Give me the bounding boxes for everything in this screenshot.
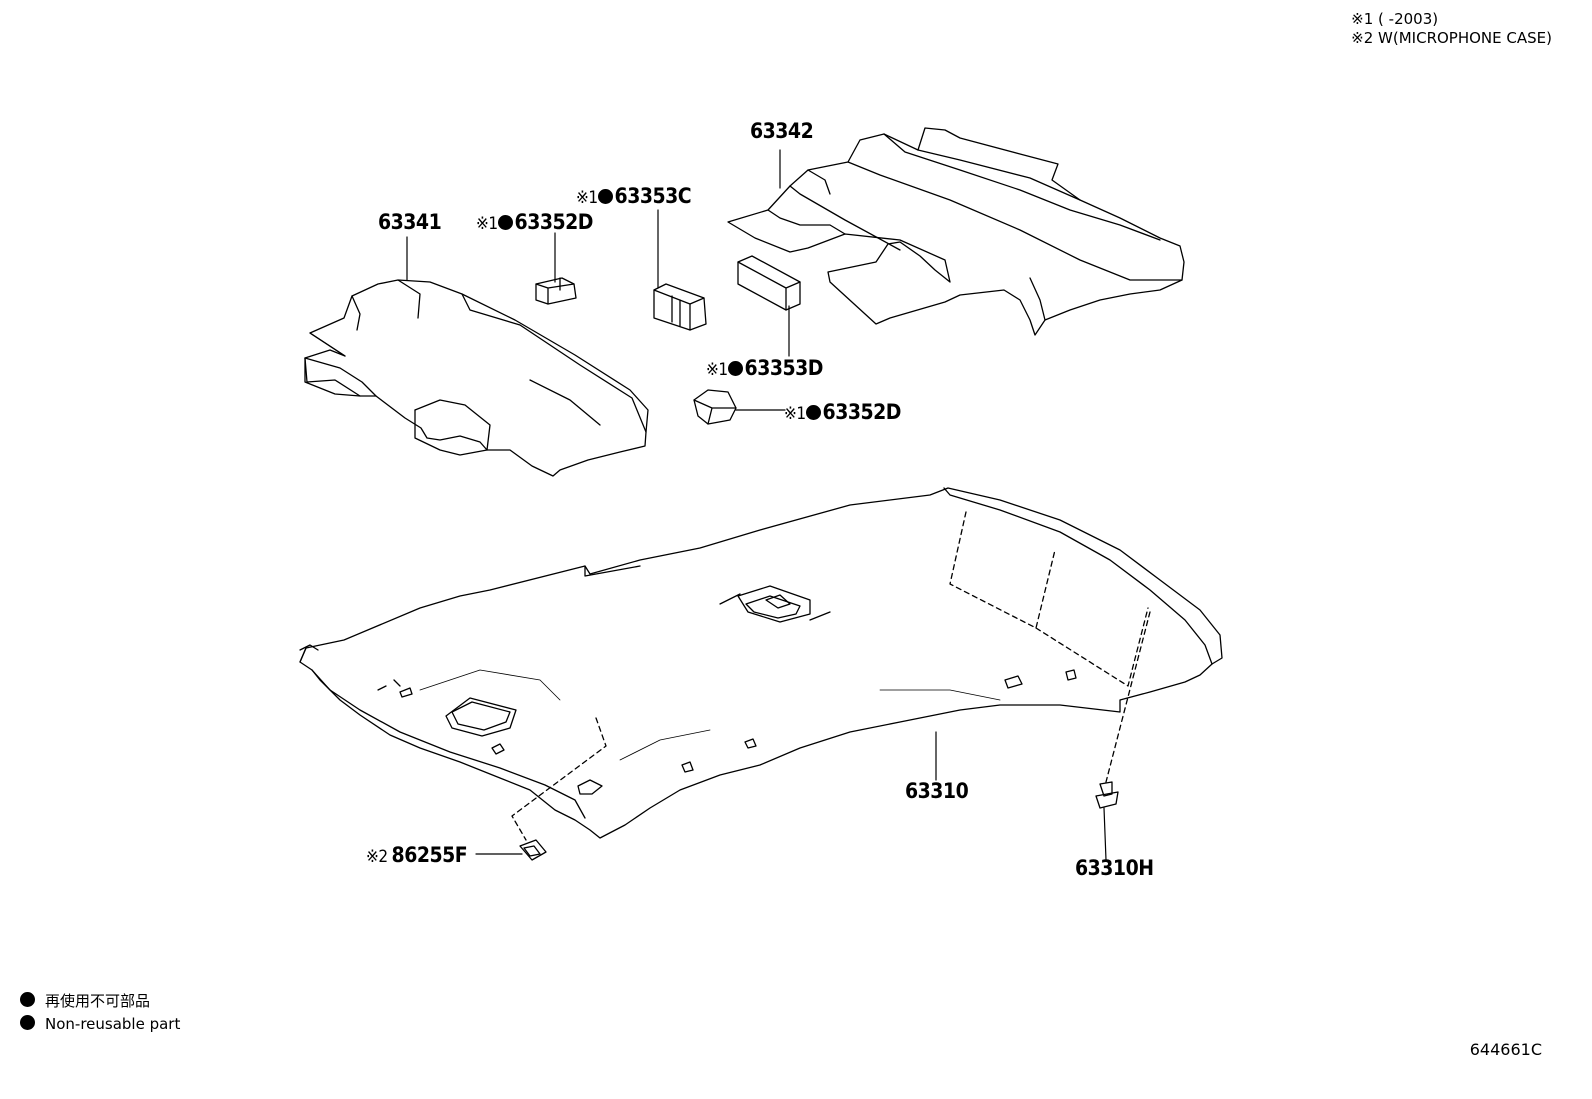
non-reusable-dot-icon <box>597 189 613 204</box>
non-reusable-dot-icon <box>727 361 743 376</box>
footnote-1: ※1 ( -2003) <box>1351 10 1439 28</box>
part-number: 63353D <box>744 356 824 380</box>
pad-63352d-a-drawing <box>535 277 577 305</box>
footnotes: ※1 ( -2003) ※2 W(MICROPHONE CASE) <box>1351 10 1552 48</box>
legend-jp-text: 再使用不可部品 <box>45 992 151 1010</box>
non-reusable-dot-icon <box>805 405 821 420</box>
part-label-63353c[interactable]: ※1 63353C <box>576 184 692 208</box>
part-number: 63353C <box>614 184 692 208</box>
legend-jp: 再使用不可部品 <box>20 990 150 1011</box>
part-label-63310h[interactable]: 63310H <box>1075 856 1154 880</box>
pad-63353d-drawing <box>737 255 801 311</box>
mic-case-86255f-drawing <box>519 839 547 861</box>
pad-63341-drawing <box>304 279 649 477</box>
diagram-code: 644661C <box>1469 1040 1542 1059</box>
part-label-63341[interactable]: 63341 <box>378 210 442 234</box>
non-reusable-dot-icon <box>20 992 35 1007</box>
part-label-63353d[interactable]: ※1 63353D <box>706 356 823 380</box>
note-mark: ※2 <box>366 847 388 867</box>
headlining-63310-drawing <box>299 487 1223 841</box>
legend-en-text: Non-reusable part <box>45 1015 181 1033</box>
part-label-63342[interactable]: 63342 <box>750 119 814 143</box>
part-number: 63352D <box>514 210 594 234</box>
non-reusable-dot-icon <box>20 1015 35 1030</box>
note-mark: ※1 <box>784 404 806 424</box>
leader-lines <box>406 149 937 855</box>
note-mark: ※1 <box>576 188 598 208</box>
note-mark: ※1 <box>706 360 728 380</box>
pad-63353c-drawing <box>653 283 707 331</box>
footnote-2: ※2 W(MICROPHONE CASE) <box>1351 29 1552 47</box>
note-mark: ※1 <box>476 214 498 234</box>
pad-63352d-b-drawing <box>693 389 737 425</box>
part-label-63352d-a[interactable]: ※1 63352D <box>476 210 593 234</box>
pad-63342-drawing <box>727 127 1185 336</box>
legend-en: Non-reusable part <box>20 1015 180 1033</box>
part-number: 86255F <box>391 843 468 867</box>
clip-63310h-drawing <box>1095 781 1119 861</box>
non-reusable-dot-icon <box>497 215 513 230</box>
part-label-63352d-b[interactable]: ※1 63352D <box>784 400 901 424</box>
part-number: 63352D <box>822 400 902 424</box>
part-label-63310[interactable]: 63310 <box>905 779 969 803</box>
